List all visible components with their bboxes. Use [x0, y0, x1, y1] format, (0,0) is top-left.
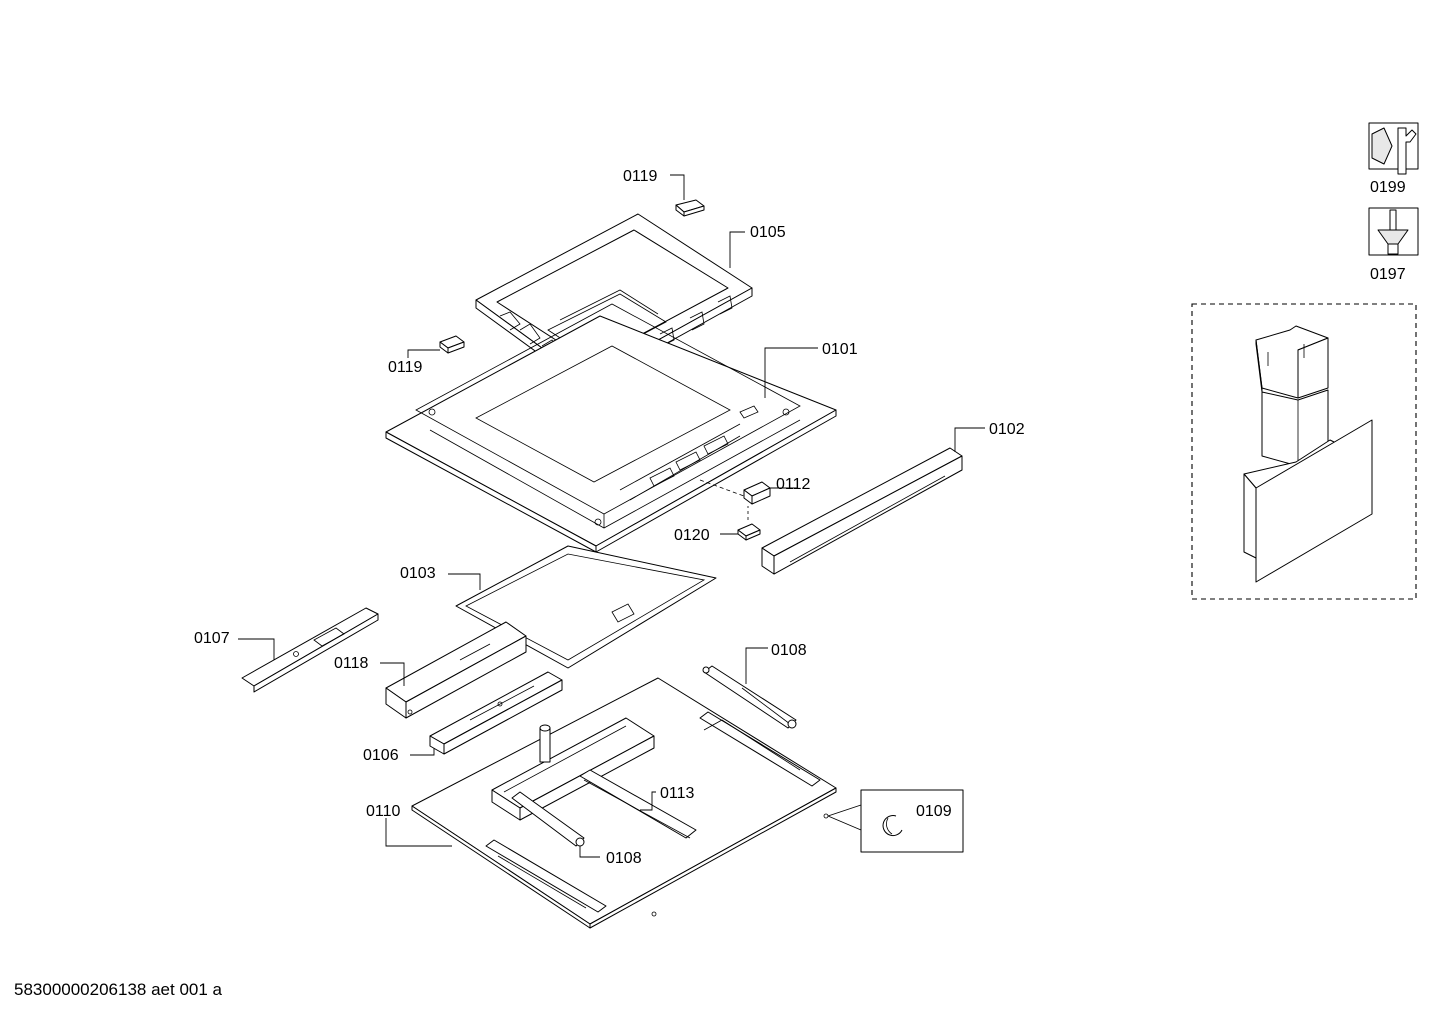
label-0103: 0103: [400, 565, 436, 582]
part-0102-rail[interactable]: [761, 447, 963, 575]
label-0110: 0110: [366, 803, 401, 820]
label-0105: 0105: [750, 224, 786, 241]
label-0109: 0109: [916, 803, 952, 820]
label-0108-upper: 0108: [771, 642, 807, 659]
part-0106-electronics[interactable]: [429, 671, 563, 755]
part-0107-bracket[interactable]: [241, 607, 379, 693]
part-0112-connector[interactable]: [743, 481, 771, 505]
document-id-footer: 58300000206138 aet 001 a: [14, 980, 222, 999]
label-0119-left: 0119: [388, 359, 423, 376]
part-0101-housing[interactable]: [385, 303, 837, 553]
label-0101: 0101: [822, 341, 858, 358]
part-0119-left[interactable]: [439, 335, 465, 354]
label-0108-lower: 0108: [606, 850, 642, 867]
part-0118-module[interactable]: [385, 621, 527, 719]
part-0120-clip[interactable]: [737, 523, 761, 541]
label-0102: 0102: [989, 421, 1025, 438]
label-0120: 0120: [674, 527, 710, 544]
label-0107: 0107: [194, 630, 230, 647]
label-0112: 0112: [776, 476, 811, 493]
part-0109-clip-box[interactable]: [860, 789, 964, 853]
appliance-inset: [1191, 303, 1417, 600]
label-0118: 0118: [334, 655, 369, 672]
part-0113-crossrail[interactable]: [579, 769, 697, 839]
label-0113: 0113: [660, 785, 695, 802]
label-0199: 0199: [1370, 179, 1406, 196]
label-0197: 0197: [1370, 266, 1406, 283]
part-0119-top[interactable]: [675, 199, 705, 217]
nut-wrench-icon[interactable]: [1368, 122, 1419, 175]
part-0108-strut-upper[interactable]: [702, 665, 797, 729]
label-0119-top: 0119: [623, 168, 658, 185]
label-0106: 0106: [363, 747, 399, 764]
screw-icon[interactable]: [1368, 207, 1419, 256]
